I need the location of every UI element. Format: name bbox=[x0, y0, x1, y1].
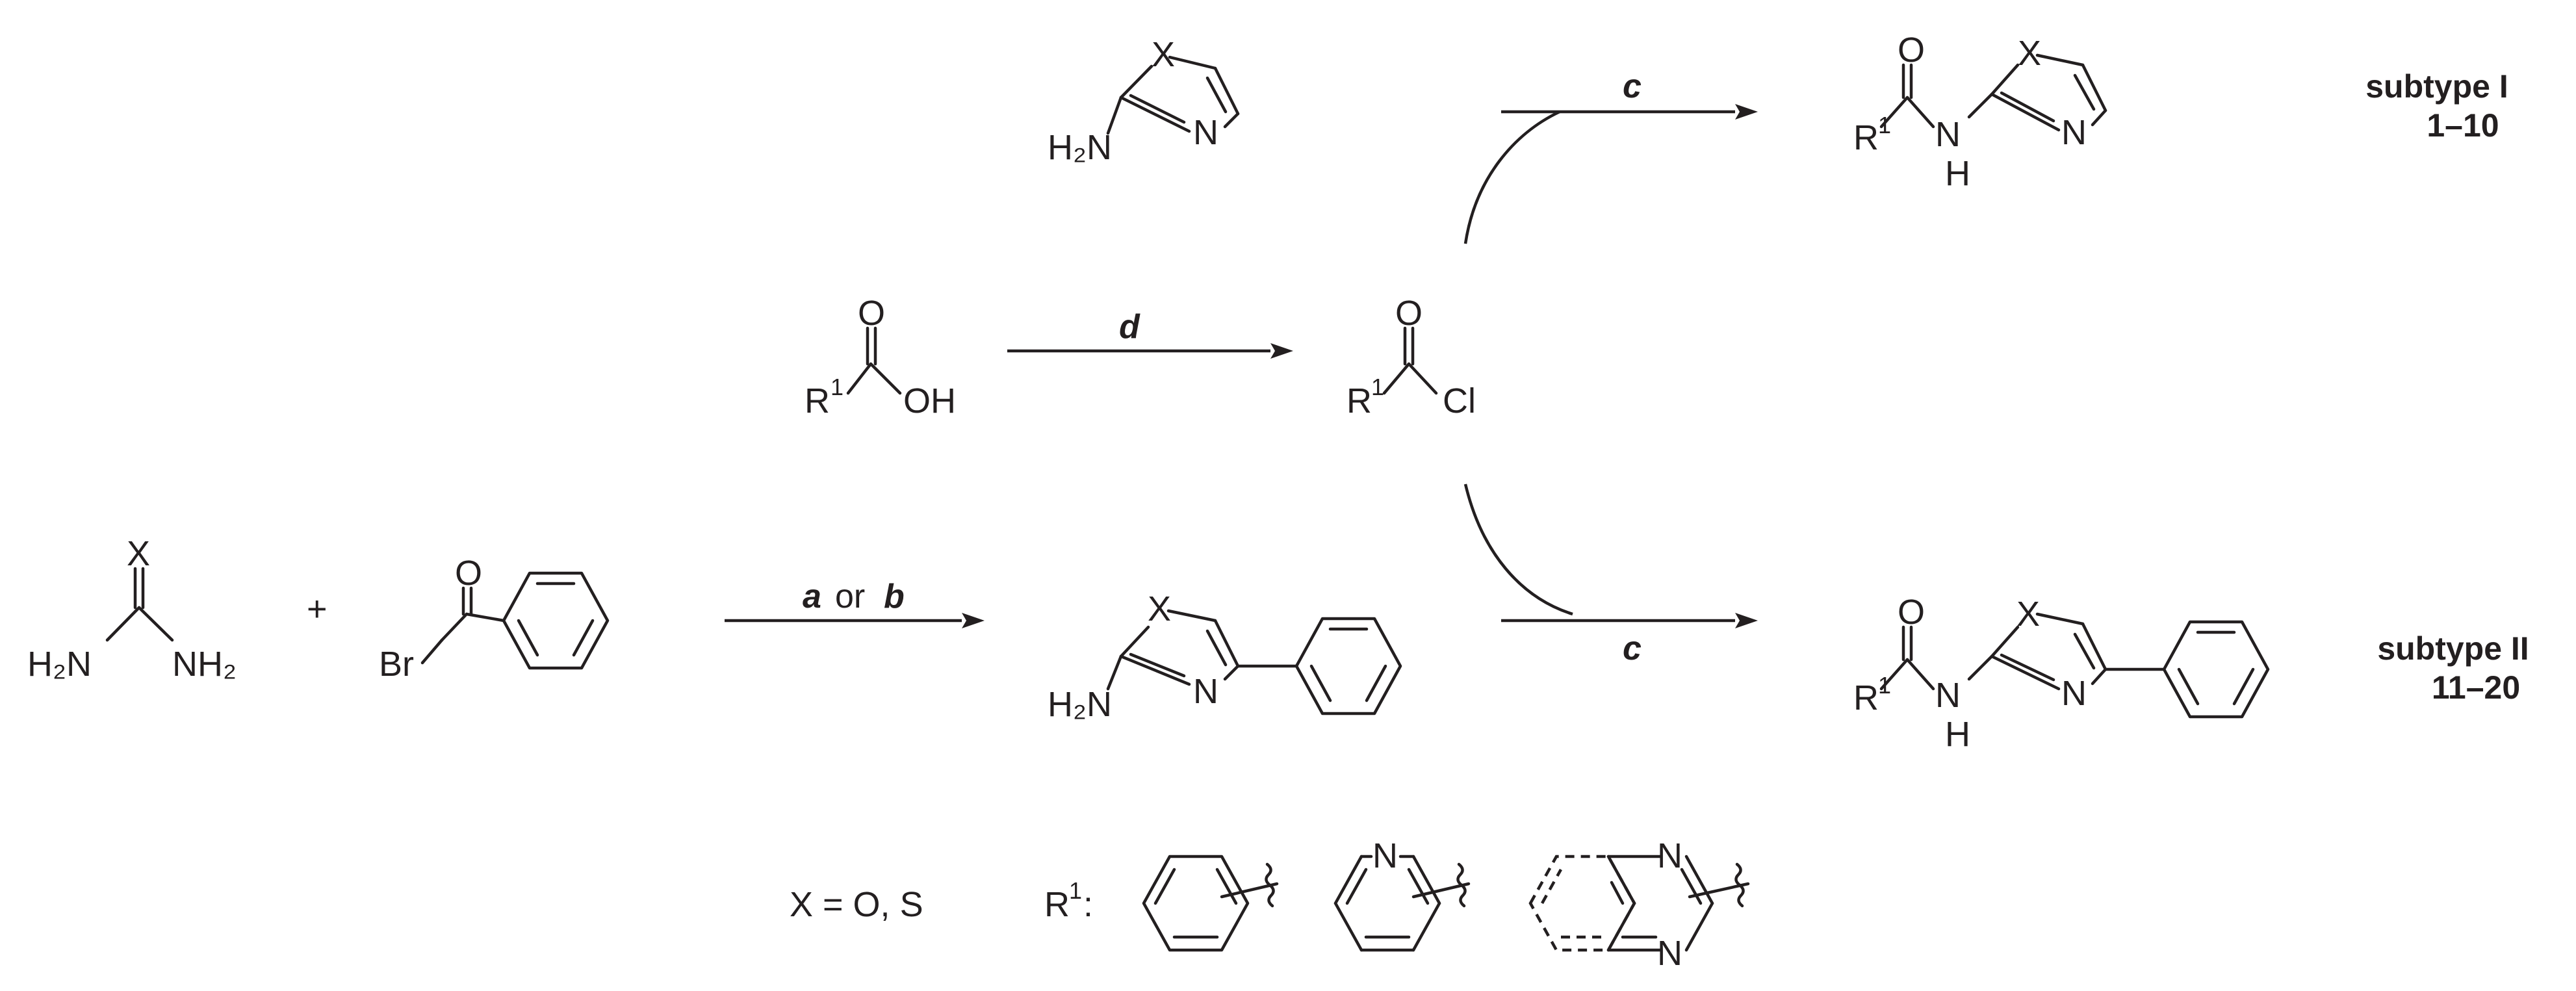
reagent-d: d bbox=[1119, 308, 1140, 346]
atom-o: O bbox=[1898, 31, 1925, 70]
atom-r: R bbox=[1853, 678, 1879, 717]
subtype-1-range: 1–10 bbox=[2427, 107, 2499, 144]
subtype-1-name: subtype I bbox=[2365, 68, 2508, 105]
plus-sign: + bbox=[307, 589, 328, 628]
reagent-or: or bbox=[835, 578, 865, 615]
atom-n: N bbox=[2061, 674, 2087, 713]
aminoazole-top: X N H₂N bbox=[1048, 35, 1240, 167]
atom-h: H bbox=[1945, 154, 1970, 193]
atom-cl: Cl bbox=[1443, 381, 1476, 420]
atom-o: O bbox=[455, 554, 482, 593]
urea-thiourea: X H₂N NH₂ bbox=[27, 534, 237, 684]
product-subtype-2: O R 1 N H X N bbox=[1853, 593, 2270, 754]
atom-r-sup: 1 bbox=[1371, 374, 1384, 400]
atom-x: X bbox=[2016, 595, 2040, 634]
reagent-a: a bbox=[803, 578, 821, 615]
r1-option-phenyl bbox=[1142, 855, 1279, 952]
r1-colon: : bbox=[1083, 885, 1093, 924]
reagent-c-bottom: c bbox=[1623, 630, 1642, 667]
curve-to-top bbox=[1463, 110, 1560, 244]
arrow-c-bottom: c bbox=[1501, 613, 1758, 667]
atom-n: N bbox=[1372, 836, 1398, 875]
atom-r-sup: 1 bbox=[1878, 672, 1891, 699]
curve-to-bottom bbox=[1463, 483, 1573, 616]
atom-nh2: NH₂ bbox=[172, 645, 237, 684]
subtype-2-name: subtype II bbox=[2377, 630, 2529, 667]
atom-n: N bbox=[1193, 113, 1218, 152]
atom-n: N bbox=[1935, 115, 1961, 154]
atom-h2n-left: H₂N bbox=[27, 645, 92, 684]
atom-x: X bbox=[127, 534, 150, 573]
arrow-c-top: c bbox=[1501, 68, 1758, 120]
atom-o: O bbox=[858, 294, 885, 333]
atom-n: N bbox=[2061, 113, 2087, 152]
arrow-a-or-b: a or b bbox=[725, 578, 985, 628]
carboxylic-acid: O R 1 OH bbox=[805, 294, 956, 420]
atom-r: R bbox=[1853, 118, 1879, 157]
atom-r-sup: 1 bbox=[1878, 112, 1891, 138]
atom-x: X bbox=[2018, 34, 2041, 73]
atom-x: X bbox=[1148, 589, 1171, 628]
atom-r-sup: 1 bbox=[831, 374, 844, 400]
aminophenylazole: X N H₂N bbox=[1048, 589, 1402, 724]
r1-option-pyrazinyl-quinoxalinyl: N N bbox=[1528, 836, 1750, 973]
r1-option-pyridyl: N bbox=[1333, 836, 1471, 952]
atom-o: O bbox=[1898, 593, 1925, 632]
atom-h: H bbox=[1945, 715, 1970, 754]
atom-n: N bbox=[1935, 676, 1961, 715]
arrow-d: d bbox=[1007, 308, 1293, 359]
atom-n: N bbox=[1657, 934, 1682, 973]
r1-prefix: R bbox=[1044, 885, 1070, 924]
subtype-2-range: 11–20 bbox=[2432, 669, 2520, 706]
x-definition: X = O, S bbox=[790, 885, 923, 924]
r1-sup: 1 bbox=[1069, 877, 1082, 904]
atom-o: O bbox=[1395, 294, 1423, 333]
reagent-c-top: c bbox=[1623, 68, 1642, 105]
atom-oh: OH bbox=[903, 381, 956, 420]
atom-h2n: H₂N bbox=[1048, 685, 1112, 724]
atom-n: N bbox=[1657, 836, 1682, 875]
atom-h2n: H₂N bbox=[1048, 128, 1112, 167]
atom-x: X bbox=[1152, 35, 1175, 74]
reagent-b: b bbox=[884, 578, 905, 615]
atom-r: R bbox=[805, 381, 830, 420]
product-subtype-1: O R 1 N H X N bbox=[1853, 31, 2107, 193]
atom-r: R bbox=[1346, 381, 1372, 420]
phenacyl-bromide: O Br bbox=[379, 554, 610, 684]
acid-chloride: O R 1 Cl bbox=[1346, 294, 1476, 420]
atom-br: Br bbox=[379, 645, 414, 684]
atom-n: N bbox=[1193, 672, 1218, 711]
